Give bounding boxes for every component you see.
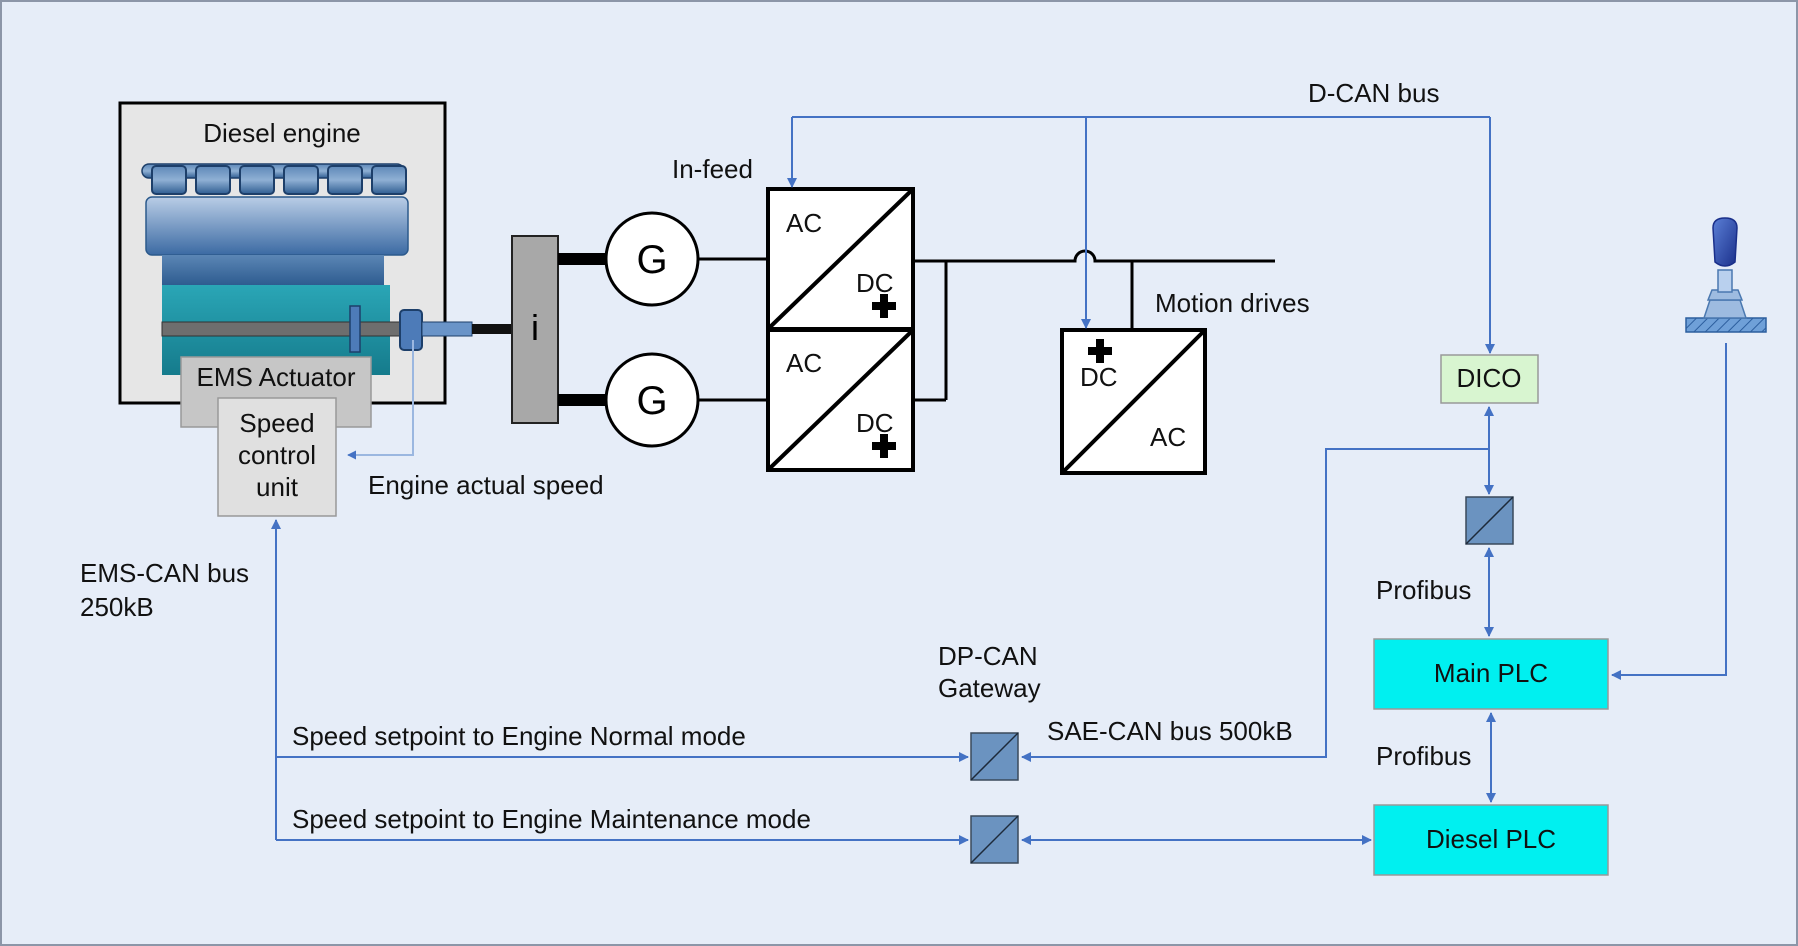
- motion-drives-title: Motion drives: [1155, 288, 1310, 318]
- motion-drive-ac: AC: [1150, 422, 1186, 452]
- dico-label: DICO: [1457, 363, 1522, 393]
- ems-actuator-label: EMS Actuator: [197, 362, 356, 392]
- speed-control-unit-box: [217, 397, 337, 517]
- joystick-icon: [1685, 217, 1767, 333]
- dp-can-gateway-normal: [970, 732, 1019, 781]
- gearbox: i: [511, 235, 606, 424]
- infeed-title: In-feed: [672, 154, 753, 184]
- sae-can-bus-label: SAE-CAN bus 500kB: [1047, 716, 1293, 746]
- setpoint-maintenance-label: Speed setpoint to Engine Maintenance mod…: [292, 804, 811, 834]
- main-plc-node: Main PLC: [1373, 638, 1609, 710]
- plus-terminal-icon: [872, 434, 896, 458]
- engine-title: Diesel engine: [203, 118, 361, 148]
- dp-can-gateway-maintenance: [970, 815, 1019, 864]
- d-can-bus-label: D-CAN bus: [1308, 78, 1439, 108]
- infeed-converter-2-dc: DC: [856, 408, 894, 438]
- dico-node: DICO: [1440, 354, 1539, 404]
- gearbox-label: i: [531, 307, 539, 348]
- generator-2-label: G: [636, 379, 667, 423]
- setpoint-normal-label: Speed setpoint to Engine Normal mode: [292, 721, 746, 751]
- generator-2: G: [604, 352, 700, 448]
- infeed-converter-1-ac: AC: [786, 208, 822, 238]
- speed-control-label-2: control: [238, 440, 316, 470]
- profibus-upper-label: Profibus: [1376, 575, 1471, 605]
- main-plc-label: Main PLC: [1434, 658, 1548, 688]
- diesel-plc-node: Diesel PLC: [1373, 804, 1609, 876]
- d-can-bus-lines: [787, 116, 1495, 354]
- engine-actual-speed-label: Engine actual speed: [368, 470, 604, 500]
- engine-actual-speed-line: [347, 340, 414, 460]
- infeed-converter-2-ac: AC: [786, 348, 822, 378]
- speed-control-label-1: Speed: [239, 408, 314, 438]
- infeed-converter-1-dc: DC: [856, 268, 894, 298]
- infeed-converter-2: AC DC: [766, 328, 915, 472]
- motion-drive-dc: DC: [1080, 362, 1118, 392]
- gateway-label-1: DP-CAN: [938, 641, 1038, 671]
- diesel-engine-block: Diesel engine EMS Actuator: [118, 101, 512, 517]
- plus-terminal-icon: [1088, 339, 1112, 363]
- profibus-lower-label: Profibus: [1376, 741, 1471, 771]
- ems-can-bus-label-2: 250kB: [80, 592, 154, 622]
- plus-terminal-icon: [872, 294, 896, 318]
- speed-control-label-3: unit: [256, 472, 299, 502]
- infeed-converter-1: AC DC: [766, 187, 915, 331]
- generator-1-label: G: [636, 238, 667, 282]
- ems-can-bus-label-1: EMS-CAN bus: [80, 558, 249, 588]
- signal-lines: [271, 343, 1727, 845]
- generator-1: G: [604, 211, 700, 307]
- profibus-converter: [1465, 496, 1514, 545]
- gateway-label-2: Gateway: [938, 673, 1041, 703]
- motion-drive-converter: DC AC: [1060, 328, 1207, 475]
- diesel-plc-label: Diesel PLC: [1426, 824, 1556, 854]
